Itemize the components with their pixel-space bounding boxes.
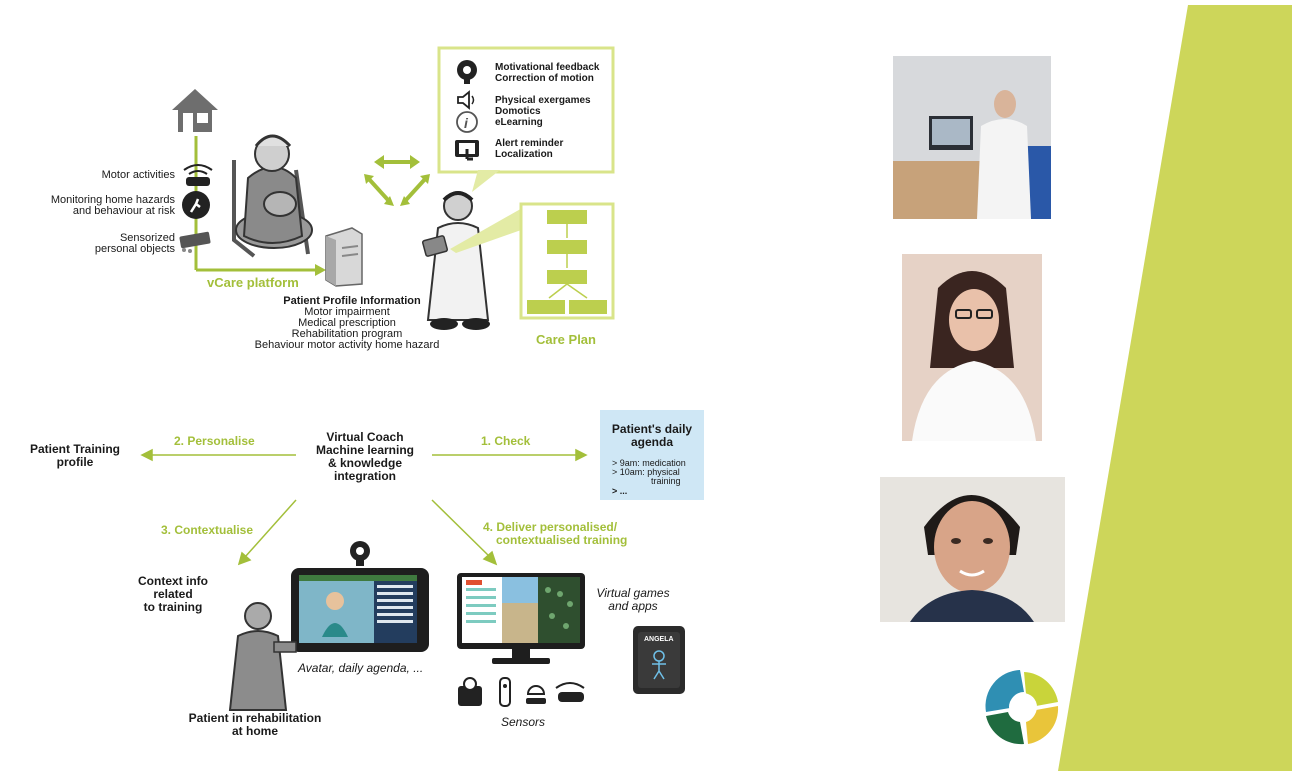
angela-brand: ANGELA [644, 636, 674, 643]
profile-item-3: Behaviour motor activity home hazard [254, 339, 440, 351]
vcare-platform-label: vCare platform [207, 275, 299, 290]
profile-item-0: Motor impairment [304, 306, 390, 318]
agenda-item-1: > 10am: physical [612, 467, 680, 477]
care-plan-flowchart [519, 202, 615, 320]
organisation-logo [985, 670, 1059, 745]
profile-title: Patient Profile Information [283, 295, 421, 307]
label-motor-activities: Motor activities [101, 169, 175, 181]
svg-text:i: i [464, 115, 469, 131]
context-info-0: Context info [138, 574, 208, 588]
training-profile-1: profile [56, 455, 94, 469]
profile-item-1: Medical prescription [298, 317, 396, 329]
angela-device [633, 626, 685, 694]
training-profile-0: Patient Training [29, 442, 120, 456]
wii-remote-icon [499, 677, 511, 707]
agenda-item-3: > ... [612, 486, 628, 496]
balance-sensor-icon [526, 685, 546, 704]
patient-caption-1: at home [231, 724, 278, 738]
sensors-caption: Sensors [501, 715, 546, 729]
server-icon [325, 227, 363, 287]
feedback-exergames: Physical exergames [495, 95, 591, 106]
avatar-tablet [291, 568, 429, 652]
step-check: 1. Check [481, 434, 531, 448]
profile-item-2: Rehabilitation program [291, 328, 403, 340]
webcam-icon [457, 60, 477, 84]
step-deliver-0: 4. Deliver personalised/ [483, 520, 618, 534]
virtual-games-0: Virtual games [596, 586, 670, 600]
label-sensorized-2: personal objects [94, 243, 175, 255]
sensorized-object-icon [179, 231, 211, 253]
care-plan-label: Care Plan [536, 332, 596, 347]
step-personalise: 2. Personalise [174, 434, 255, 448]
feedback-motivational: Motivational feedback [495, 62, 600, 73]
virtual-coach-line-3: integration [334, 469, 396, 483]
virtual-coach-line-0: Virtual Coach [326, 430, 404, 444]
step-deliver-1: contextualised training [496, 533, 628, 547]
hazard-monitor-icon [182, 191, 210, 219]
label-monitoring-1: Monitoring home hazards [50, 194, 175, 206]
gamepad-icon [458, 677, 482, 706]
speaker-icon [457, 90, 475, 110]
info-icon: i [456, 111, 478, 133]
agenda-item-0: > 9am: medication [612, 458, 686, 468]
virtual-coach-line-2: & knowledge [327, 456, 402, 470]
feedback-domotics: Domotics [495, 106, 541, 117]
step-contextualise: 3. Contextualise [161, 523, 254, 537]
doctor-photo-1 [893, 56, 1051, 219]
avatar-caption: Avatar, daily agenda, ... [298, 661, 424, 675]
feedback-pointer [472, 170, 500, 192]
doctor-illustration [422, 191, 490, 330]
virtual-games-1: and apps [608, 599, 658, 613]
agenda-box [600, 410, 704, 500]
virtual-coach-line-1: Machine learning [315, 443, 415, 457]
feedback-alert: Alert reminder [495, 138, 564, 149]
feedback-correction: Correction of motion [495, 73, 594, 84]
feedback-localization: Localization [495, 149, 553, 160]
doctor-photo-2 [902, 254, 1042, 441]
sensor-icons-row [458, 677, 585, 707]
games-monitor [457, 573, 585, 664]
label-monitoring-2: and behaviour at risk [72, 205, 175, 217]
patient-illustration [228, 602, 297, 711]
feedback-elearning: eLearning [495, 117, 543, 128]
tablet-webcam-icon [350, 541, 370, 566]
house-icon [172, 89, 218, 132]
coach-arrows [140, 448, 588, 566]
doctor-photo-3 [880, 477, 1065, 622]
motion-sensor-icon [183, 164, 213, 186]
hand-motion-icon [555, 682, 585, 702]
care-plan-beam [450, 207, 524, 253]
tablet-touch-icon [455, 140, 479, 161]
patient-caption-0: Patient in rehabilitation [188, 711, 322, 725]
green-arrows-icon [364, 155, 430, 206]
elderly-patient-illustration [232, 134, 313, 258]
agenda-title-1: agenda [630, 435, 673, 449]
label-sensorized-1: Sensorized [119, 232, 175, 244]
agenda-title-0: Patient's daily [611, 422, 693, 436]
context-info-2: to training [143, 600, 203, 614]
agenda-item-2: training [651, 476, 681, 486]
context-info-1: related [153, 587, 193, 601]
